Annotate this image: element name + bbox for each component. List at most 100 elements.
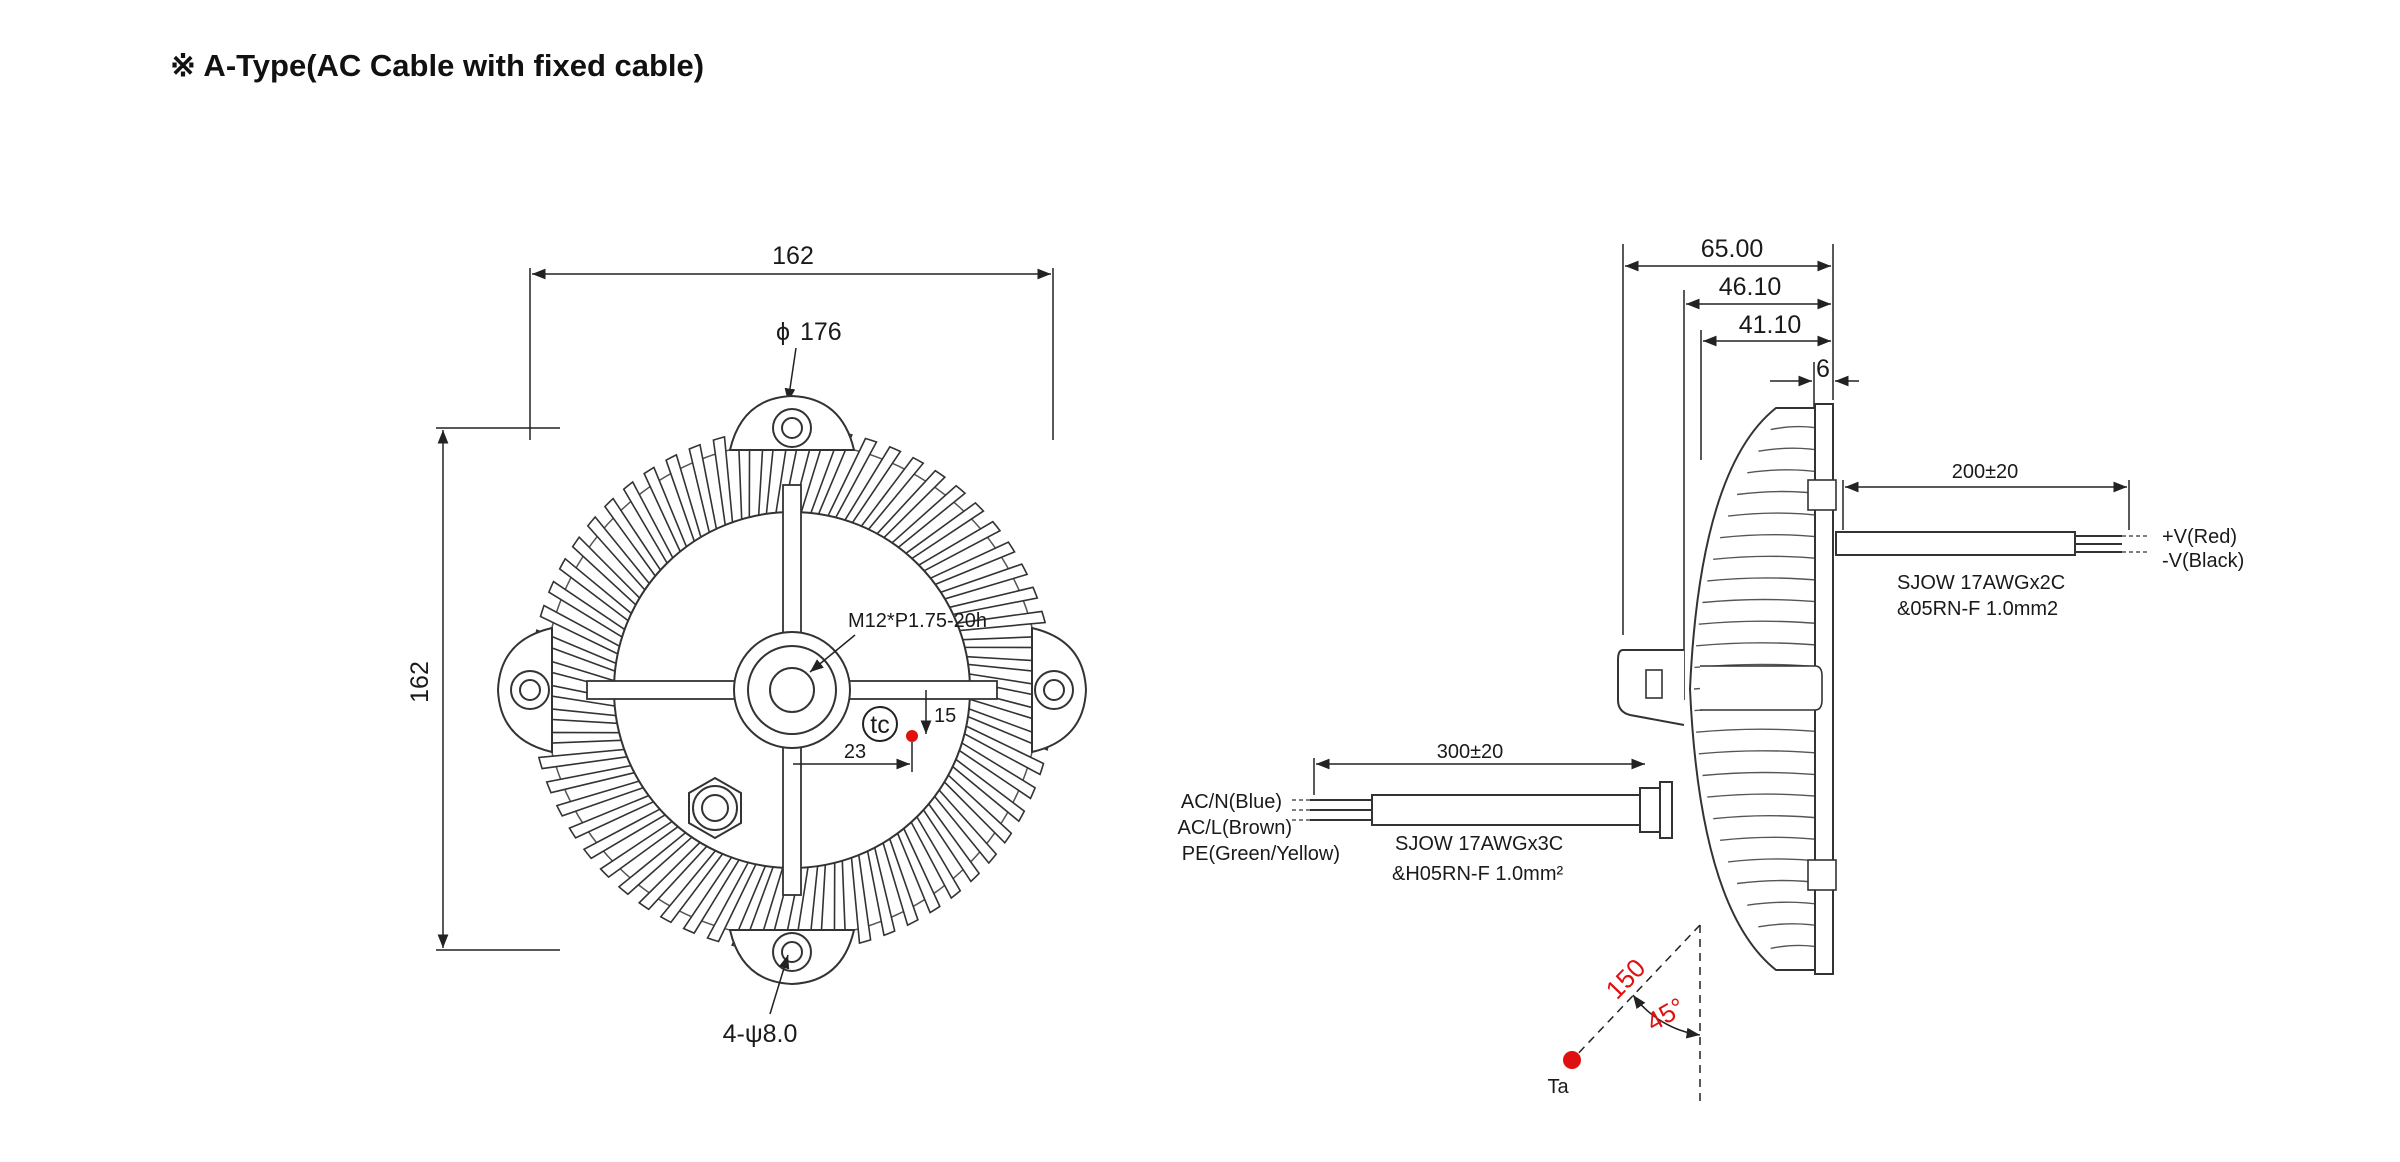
heatsink-fin [637, 841, 709, 911]
heatsink-fin [537, 748, 629, 770]
diameter-symbol: ϕ [776, 318, 790, 346]
heatsink-fin [568, 794, 655, 839]
edge-dimension-label: 6 [1816, 355, 1830, 383]
drawing-title: ※ A-Type(AC Cable with fixed cable) [170, 48, 704, 83]
front-view: 162 162 ϕ 176 M12*P1.75-20h tc 23 15 4-ψ… [406, 242, 1088, 1048]
heatsink-fin [860, 456, 925, 531]
heatsink-fin [571, 535, 641, 607]
heatsink-fin [963, 724, 1045, 776]
heatsink-fin [929, 541, 1016, 586]
heatsink-fin [951, 758, 1026, 823]
heatsink-fin [850, 853, 872, 945]
ac-cable-spec-1: SJOW 17AWGx3C [1395, 833, 1563, 855]
heatsink-fin [910, 815, 962, 900]
heatsink-fin [599, 820, 680, 879]
side-fin-line [1698, 620, 1826, 625]
heatsink-fin [622, 480, 674, 565]
heatsink-fin [904, 501, 985, 560]
side-fin-line [1696, 728, 1826, 733]
side-inner-recess [1700, 665, 1823, 711]
mounting-hole [519, 679, 541, 701]
heatsink-fin [682, 856, 741, 935]
mounting-hole [1043, 679, 1065, 701]
ac-l-label: AC/L(Brown) [1178, 817, 1292, 839]
heatsink-fin [712, 435, 734, 527]
heatsink-fin [706, 861, 758, 943]
heatsink-fin [843, 445, 902, 524]
ac-length-label: 300±20 [1437, 741, 1504, 763]
heatsink-fin [948, 586, 1039, 616]
lower-boss [1807, 859, 1837, 891]
height-dimension-label: 162 [406, 661, 434, 703]
center-hub-thread [769, 667, 815, 713]
dc-cable-spec-2: &05RN-F 1.0mm2 [1897, 598, 2058, 620]
pe-label: PE(Green/Yellow) [1182, 843, 1340, 865]
dc-length-label: 200±20 [1952, 461, 2019, 483]
side-fin-line [1702, 598, 1826, 604]
heatsink-fin [917, 520, 1002, 572]
tc-label: tc [870, 711, 889, 739]
heatsink-fin [558, 557, 633, 622]
side-fin-line [1698, 750, 1826, 755]
diameter-leader [784, 347, 797, 403]
heatsink-fin [890, 484, 967, 549]
dc-cable-spec-1: SJOW 17AWGx2C [1897, 572, 2065, 594]
ta-angle-label: 45° [1641, 991, 1690, 1037]
heatsink-fin [875, 469, 947, 539]
dc-negative-label: -V(Black) [2162, 550, 2244, 572]
heatsink-fin [933, 788, 998, 865]
side-fin-line [1713, 555, 1826, 560]
mounting-hole [781, 417, 803, 439]
heatsink-fin [643, 466, 688, 553]
heatsink-fin [545, 764, 636, 794]
diameter-label: 176 [800, 318, 842, 346]
ta-distance-label: 150 [1600, 953, 1652, 1005]
heatsink-side [1617, 403, 1837, 975]
heatsink-fin [958, 741, 1037, 800]
dc-positive-label: +V(Red) [2162, 526, 2237, 548]
heatsink-fin [539, 604, 621, 656]
ta-label: Ta [1547, 1076, 1569, 1098]
side-fin-line [1702, 771, 1826, 777]
heatsink-fin [943, 773, 1013, 845]
dc-cable [1835, 531, 2150, 556]
heatsink-fin [659, 849, 724, 924]
dc-cable-boss [1807, 479, 1837, 511]
ta-diagonal-guide [1571, 924, 1701, 1061]
side-fin-line [1707, 577, 1826, 582]
tc-offset-y-label: 15 [934, 705, 956, 727]
tc-point-marker [906, 730, 918, 742]
ac-cable-spec-2: &H05RN-F 1.0mm² [1392, 863, 1563, 885]
heatsink-fin [603, 497, 662, 578]
heatsink-fin [896, 827, 941, 914]
heatsink-fin [617, 831, 694, 896]
thread-leader [809, 634, 856, 673]
width-dimension-label: 162 [772, 242, 814, 270]
side-fin-line [1707, 793, 1826, 798]
ta-point-marker [1563, 1051, 1581, 1069]
heatsink-fin [882, 837, 919, 927]
heatsink-fin [547, 580, 626, 639]
fins-dimension-label: 41.10 [1739, 311, 1802, 339]
heatsink-fin [582, 808, 667, 860]
side-lug-slot [1645, 669, 1663, 699]
heatsink-fin [688, 443, 718, 534]
heatsink-fin [555, 780, 645, 817]
ta-angle-arc [1632, 994, 1701, 1039]
tc-offset-x-label: 23 [844, 741, 866, 763]
ac-n-label: AC/N(Blue) [1181, 791, 1282, 813]
heatsink-fin [922, 802, 981, 883]
heatsink-fin [586, 515, 651, 592]
tc-symbol [862, 706, 898, 742]
heatsink-fin [826, 437, 878, 519]
side-view: 65.00 46.10 41.10 6 200±20 +V(Red) -V(Bl… [1178, 235, 2244, 1105]
mounting-hole [781, 941, 803, 963]
heatsink-fin [955, 610, 1047, 632]
mount-holes-leader [769, 954, 790, 1015]
heatsink-front [496, 394, 1088, 986]
heatsink-fin [665, 453, 702, 543]
side-fin-line [1713, 815, 1826, 820]
heatsink-fin [866, 846, 896, 937]
body-dimension-label: 46.10 [1719, 273, 1782, 301]
